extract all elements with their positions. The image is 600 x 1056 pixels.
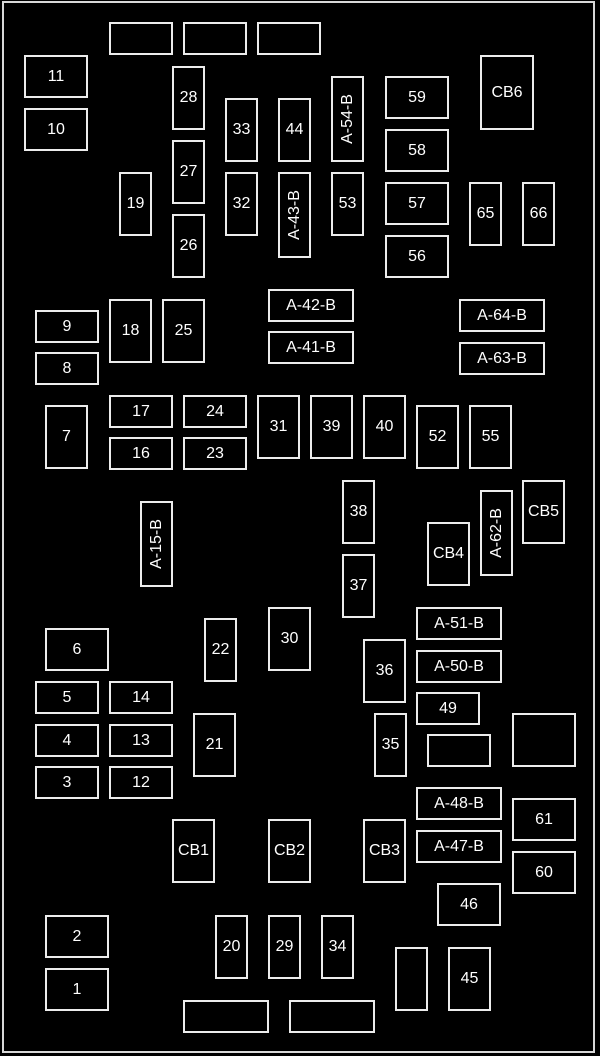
fuse-a-41-b: A-41-B: [268, 331, 354, 364]
fuse-3: 3: [35, 766, 99, 799]
fuse-37: 37: [342, 554, 375, 618]
circuit-breaker-cb6: CB6: [480, 55, 534, 130]
fuse-28: 28: [172, 66, 205, 130]
fuse-45: 45: [448, 947, 491, 1011]
fuse-31: 31: [257, 395, 300, 459]
fuse-a-63-b: A-63-B: [459, 342, 545, 375]
fuse-59: 59: [385, 76, 449, 119]
fuse-6: 6: [45, 628, 109, 671]
fuse-32: 32: [225, 172, 258, 236]
unlabeled-slot-top-1: [109, 22, 173, 55]
unlabeled-slot-top-3: [257, 22, 321, 55]
unlabeled-slot-right-1: [427, 734, 491, 767]
fuse-60: 60: [512, 851, 576, 894]
fuse-18: 18: [109, 299, 152, 363]
fuse-a-50-b: A-50-B: [416, 650, 502, 683]
fuse-14: 14: [109, 681, 173, 714]
fuse-5: 5: [35, 681, 99, 714]
unlabeled-slot-bottom-1: [183, 1000, 269, 1033]
fuse-38: 38: [342, 480, 375, 544]
fuse-17: 17: [109, 395, 173, 428]
fuse-53: 53: [331, 172, 364, 236]
fuse-9: 9: [35, 310, 99, 343]
fuse-26: 26: [172, 214, 205, 278]
fuse-7: 7: [45, 405, 88, 469]
fuse-a-15-b: A-15-B: [140, 501, 173, 587]
fuse-22: 22: [204, 618, 237, 682]
circuit-breaker-cb1: CB1: [172, 819, 215, 883]
unlabeled-slot-bottom-right: [395, 947, 428, 1011]
fuse-58: 58: [385, 129, 449, 172]
unlabeled-slot-right-2: [512, 713, 576, 767]
fuse-a-48-b: A-48-B: [416, 787, 502, 820]
fuse-16: 16: [109, 437, 173, 470]
fuse-a-43-b: A-43-B: [278, 172, 311, 258]
fuse-61: 61: [512, 798, 576, 841]
fuse-11: 11: [24, 55, 88, 98]
fuse-57: 57: [385, 182, 449, 225]
fuse-36: 36: [363, 639, 406, 703]
fuse-a-47-b: A-47-B: [416, 830, 502, 863]
fuse-35: 35: [374, 713, 407, 777]
fuse-a-62-b: A-62-B: [480, 490, 513, 576]
fuse-30: 30: [268, 607, 311, 671]
fuse-8: 8: [35, 352, 99, 385]
unlabeled-slot-top-2: [183, 22, 247, 55]
fuse-13: 13: [109, 724, 173, 757]
fuse-56: 56: [385, 235, 449, 278]
circuit-breaker-cb3: CB3: [363, 819, 406, 883]
circuit-breaker-cb5: CB5: [522, 480, 565, 544]
fuse-21: 21: [193, 713, 236, 777]
fuse-25: 25: [162, 299, 205, 363]
fuse-52: 52: [416, 405, 459, 469]
fuse-a-64-b: A-64-B: [459, 299, 545, 332]
fuse-34: 34: [321, 915, 354, 979]
circuit-breaker-cb2: CB2: [268, 819, 311, 883]
fuse-10: 10: [24, 108, 88, 151]
fuse-1: 1: [45, 968, 109, 1011]
fuse-66: 66: [522, 182, 555, 246]
fuse-29: 29: [268, 915, 301, 979]
fuse-39: 39: [310, 395, 353, 459]
fuse-a-42-b: A-42-B: [268, 289, 354, 322]
fuse-44: 44: [278, 98, 311, 162]
fuse-27: 27: [172, 140, 205, 204]
fuse-12: 12: [109, 766, 173, 799]
fuse-33: 33: [225, 98, 258, 162]
fuse-23: 23: [183, 437, 247, 470]
circuit-breaker-cb4: CB4: [427, 522, 470, 586]
fuse-a-54-b: A-54-B: [331, 76, 364, 162]
fuse-24: 24: [183, 395, 247, 428]
fuse-65: 65: [469, 182, 502, 246]
fuse-2: 2: [45, 915, 109, 958]
unlabeled-slot-bottom-2: [289, 1000, 375, 1033]
fuse-49: 49: [416, 692, 480, 725]
fuse-20: 20: [215, 915, 248, 979]
fuse-4: 4: [35, 724, 99, 757]
fuse-55: 55: [469, 405, 512, 469]
fuse-40: 40: [363, 395, 406, 459]
fuse-a-51-b: A-51-B: [416, 607, 502, 640]
fuse-19: 19: [119, 172, 152, 236]
fuse-46: 46: [437, 883, 501, 926]
